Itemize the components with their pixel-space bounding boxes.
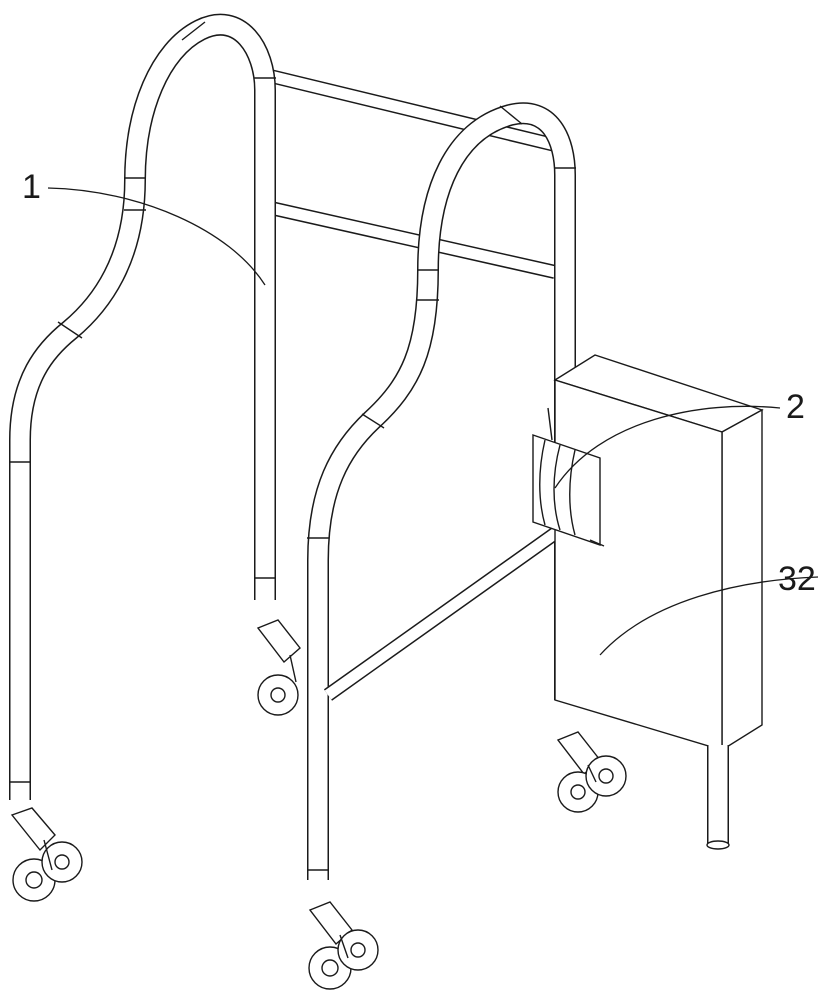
rear-right-leg [706, 745, 730, 850]
caster-rear-left [256, 619, 301, 716]
rear-cross-bars [260, 67, 557, 279]
caster-front-left [10, 807, 83, 902]
caster-front-right [308, 901, 379, 990]
caster-rear-right [556, 731, 627, 813]
left-outer-handrail [9, 13, 276, 800]
holder [532, 407, 605, 547]
label-frame: 1 [22, 168, 41, 206]
label-box: 32 [778, 560, 816, 598]
side-box [553, 354, 764, 752]
leader-lines [47, 187, 819, 656]
front-lower-brace [323, 524, 565, 701]
tube-joints [10, 21, 576, 871]
label-holder: 2 [786, 388, 805, 426]
